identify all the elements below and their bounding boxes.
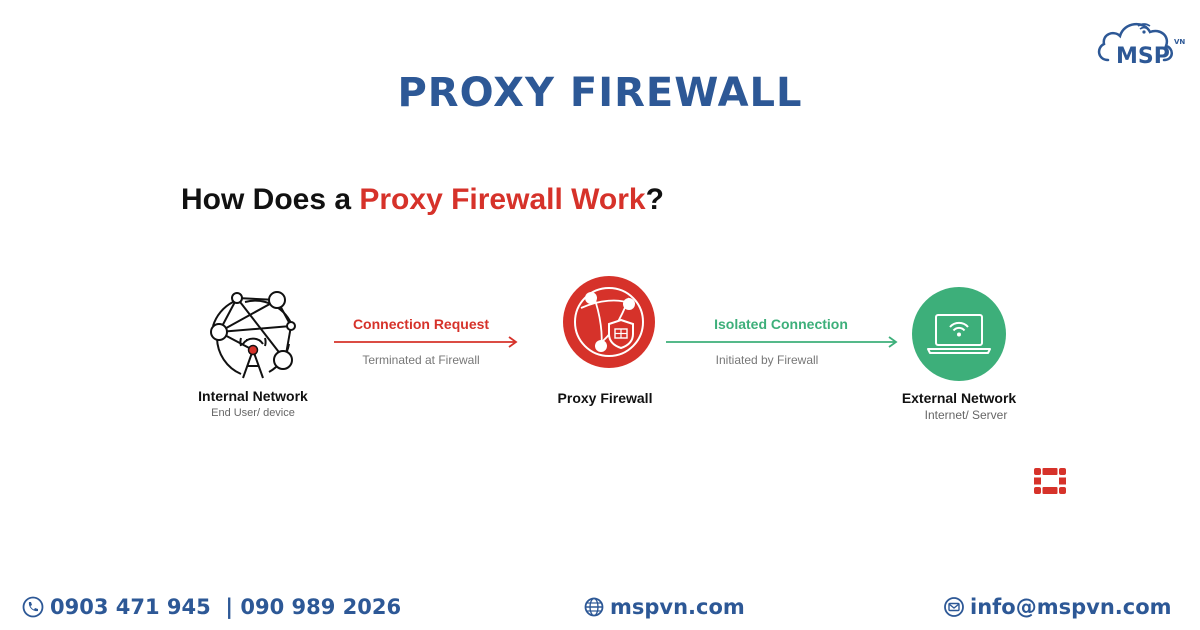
email-link[interactable]: info@mspvn.com <box>970 595 1172 619</box>
isolated-connection-arrow <box>666 336 898 348</box>
connection-request-sub: Terminated at Firewall <box>362 353 480 367</box>
isolated-connection-sub: Initiated by Firewall <box>715 353 819 367</box>
internal-network-sub: End User/ device <box>211 407 295 419</box>
internal-network-node <box>205 288 301 384</box>
footer-phone: 0903 471 945 | 090 989 2026 <box>22 595 401 619</box>
page-title: PROXY FIREWALL <box>397 70 803 116</box>
logo-text: MSP <box>1116 44 1170 69</box>
heading-prefix: How Does a <box>181 183 360 216</box>
heading-suffix: ? <box>645 183 664 216</box>
logo-suffix: VN <box>1174 38 1186 46</box>
website-link[interactable]: mspvn.com <box>610 595 745 619</box>
connection-request-label: Connection Request <box>352 316 490 332</box>
connection-request-arrow <box>334 336 518 348</box>
fortinet-logo-icon <box>1034 468 1066 494</box>
laptop-wifi-icon <box>912 287 1006 381</box>
proxy-firewall-node <box>563 276 655 368</box>
email-icon <box>944 597 964 617</box>
footer-email: info@mspvn.com <box>944 595 1172 619</box>
footer-website: mspvn.com <box>584 595 745 619</box>
cloud-logo-icon <box>1097 23 1173 62</box>
external-network-node <box>912 287 1006 381</box>
heading-highlight: Proxy Firewall Work <box>359 183 646 216</box>
external-network-sub: Internet/ Server <box>924 408 1008 422</box>
proxy-firewall-label: Proxy Firewall <box>557 390 653 406</box>
isolated-connection-label: Isolated Connection <box>714 316 848 332</box>
phone-icon <box>22 596 44 618</box>
globe-icon <box>584 597 604 617</box>
brand-logo: MSP VN <box>1094 14 1186 72</box>
firewall-globe-icon <box>563 276 655 368</box>
diagram-heading: How Does a Proxy Firewall Work? <box>181 183 664 217</box>
phone-numbers[interactable]: 0903 471 945 | 090 989 2026 <box>50 595 402 619</box>
internal-network-label: Internal Network <box>198 388 308 404</box>
network-nodes-icon <box>210 291 296 379</box>
external-network-label: External Network <box>901 390 1017 406</box>
